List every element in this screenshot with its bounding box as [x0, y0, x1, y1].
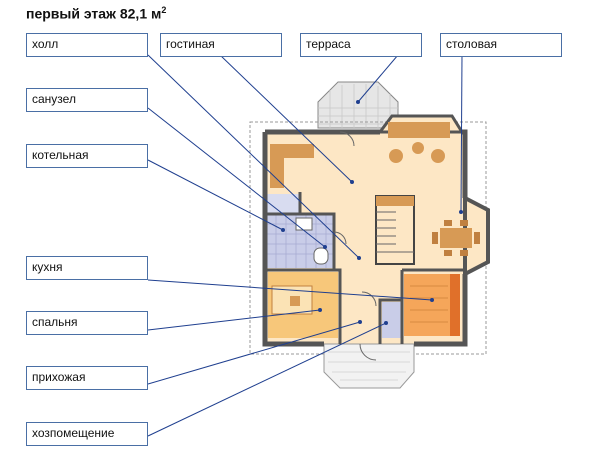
toilet-icon: [313, 247, 329, 265]
label-kotelnaya: котельная: [26, 144, 148, 168]
leader-lines: [147, 54, 463, 437]
label-prihozhaya: прихожая: [26, 366, 148, 390]
walls: [262, 129, 468, 347]
label-spalnya: спальня: [26, 311, 148, 335]
dining-table-icon: [432, 220, 480, 256]
page-title: первый этаж 82,1 м2: [26, 5, 167, 22]
label-hozpomeshenie: хозпомещение: [26, 422, 148, 446]
utility-room-floor: [382, 302, 402, 338]
boiler-room-floor: [266, 194, 300, 214]
leader-dots: [281, 100, 463, 325]
label-stolovaya: столовая: [440, 33, 562, 57]
nightstand-icon: [290, 296, 300, 306]
bay-sofa-icon: [388, 122, 450, 138]
kitchen-counter-icon: [450, 274, 460, 336]
staircase-icon: [375, 195, 415, 265]
label-gostinaya: гостиная: [160, 33, 282, 57]
label-terrasa: терраса: [300, 33, 422, 57]
armchairs-icon: [389, 142, 445, 163]
sofa-icon: [270, 144, 314, 188]
label-kuhnya: кухня: [26, 256, 148, 280]
label-holl: холл: [26, 33, 148, 57]
label-sanuzel: санузел: [26, 88, 148, 112]
sink-icon: [295, 217, 313, 231]
bathroom-floor: [266, 214, 334, 268]
terrace-top: [317, 81, 399, 129]
